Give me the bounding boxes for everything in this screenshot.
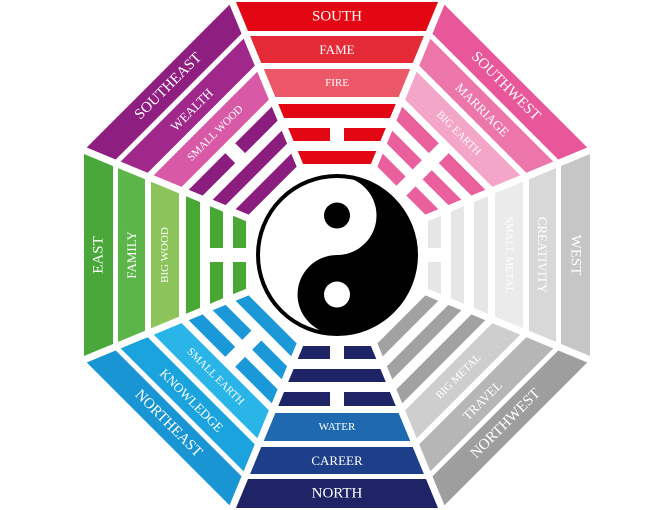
trigram-broken-line-right — [233, 211, 246, 248]
direction-band — [232, 479, 442, 508]
sector-divider — [67, 140, 265, 228]
yin-yang-icon — [256, 174, 418, 336]
sector-divider — [409, 140, 607, 228]
trigram-broken-line-right — [344, 128, 390, 141]
element-band — [495, 177, 523, 333]
trigram-solid-line — [274, 104, 400, 118]
element-band — [150, 320, 272, 442]
area-band — [246, 36, 428, 63]
trigram-broken-line-right — [274, 392, 330, 406]
trigram-broken-line-right — [209, 302, 252, 340]
element-band — [151, 177, 179, 333]
area-band — [416, 36, 556, 176]
trigram-broken-line-left — [252, 340, 290, 383]
trigram-solid-line — [393, 311, 488, 406]
sector-south: SOUTH FAME FIRE — [232, 2, 442, 164]
trigram-broken-line-left — [284, 128, 330, 141]
trigram-solid-line — [232, 292, 300, 360]
area-label: FAMILY — [124, 231, 139, 279]
trigram-broken-line-right — [210, 202, 223, 248]
direction-label: WEST — [568, 235, 584, 276]
trigram-solid-line — [384, 302, 465, 383]
area-band — [118, 36, 258, 176]
trigram-broken-line-right — [186, 311, 236, 357]
sector-west: WEST CREATIVITY SMALL METAL — [428, 150, 590, 360]
sector-divider — [227, 0, 310, 183]
area-band — [416, 334, 556, 474]
element-label: BIG WOOD — [159, 227, 171, 283]
trigram-broken-line-left — [428, 211, 441, 248]
sector-north: NORTH CAREER WATER — [232, 346, 442, 508]
sector-east: EAST FAMILY BIG WOOD — [84, 150, 246, 360]
area-label: CAREER — [311, 453, 363, 468]
direction-label: SOUTH — [312, 9, 362, 25]
sector-divider — [409, 282, 607, 370]
trigram-broken-line-right — [235, 104, 281, 154]
direction-label: NORTH — [312, 486, 363, 502]
trigram-broken-line-right — [406, 186, 442, 218]
sector-divider — [67, 282, 265, 370]
element-band — [259, 413, 415, 441]
trigram-broken-line-left — [186, 153, 236, 199]
trigram-broken-line-right — [438, 153, 488, 199]
direction-label: EAST — [91, 236, 107, 274]
sector-divider — [227, 327, 310, 510]
area-band — [246, 447, 428, 474]
area-band — [529, 164, 556, 346]
element-label: FIRE — [325, 77, 349, 89]
trigram-broken-line-left — [374, 150, 406, 186]
trigram-broken-line-left — [233, 262, 246, 299]
trigram-broken-line-right — [422, 170, 465, 208]
element-band — [402, 68, 524, 190]
trigram-solid-line — [293, 151, 381, 164]
area-label: CREATIVITY — [535, 217, 550, 294]
trigram-solid-line — [451, 202, 464, 308]
trigram-broken-line-right — [293, 346, 330, 359]
area-label: FAME — [319, 42, 354, 57]
direction-band — [83, 2, 245, 163]
trigram-broken-line-left — [393, 104, 439, 154]
trigram-broken-line-left — [235, 356, 281, 406]
trigram-solid-line — [232, 150, 300, 218]
trigram-solid-line — [209, 127, 290, 208]
element-label: WATER — [319, 421, 356, 433]
direction-band — [232, 2, 442, 31]
trigram-broken-line-right — [428, 262, 441, 299]
direction-band — [561, 150, 590, 360]
sector-divider — [364, 0, 447, 183]
direction-band — [429, 1, 590, 163]
direction-band — [429, 347, 591, 508]
area-band — [118, 164, 145, 346]
trigram-broken-line-left — [210, 262, 223, 308]
trigram-broken-line-left — [344, 392, 400, 406]
element-label: SMALL METAL — [503, 217, 515, 294]
element-band — [259, 69, 415, 97]
trigram-broken-line-left — [384, 127, 422, 170]
trigram-solid-line — [474, 192, 488, 318]
sector-divider — [364, 327, 447, 510]
element-band — [150, 68, 272, 190]
trigram-broken-line-left — [344, 346, 381, 359]
area-band — [118, 334, 258, 474]
element-band — [402, 320, 524, 442]
direction-band — [84, 347, 245, 509]
direction-band — [84, 150, 113, 360]
trigram-solid-line — [284, 369, 390, 382]
trigram-solid-line — [374, 292, 442, 360]
trigram-solid-line — [186, 192, 200, 318]
